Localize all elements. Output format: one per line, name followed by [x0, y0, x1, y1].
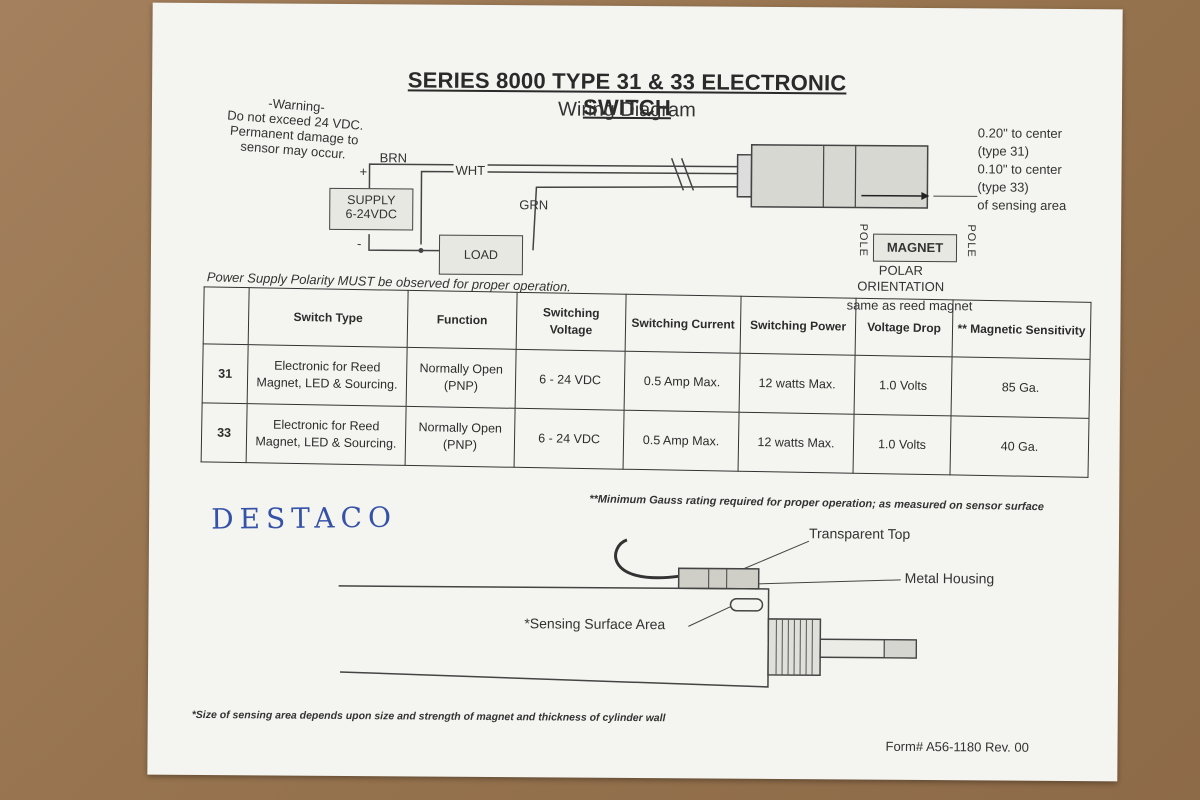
- instruction-sheet: SERIES 8000 TYPE 31 & 33 ELECTRONIC SWIT…: [147, 2, 1123, 782]
- table-cell: 1.0 Volts: [853, 414, 952, 475]
- distance-line: (type 33): [977, 179, 1029, 195]
- wiring-diagram: [368, 144, 978, 254]
- junction-dot: [418, 248, 424, 254]
- plus-sign: +: [359, 164, 368, 180]
- thread-lines: [775, 618, 813, 676]
- sensing-area-oval: [729, 597, 764, 612]
- sensing-area-label: *Sensing Surface Area: [524, 615, 666, 633]
- table-cell: 0.5 Amp Max.: [623, 410, 740, 472]
- supply-label: SUPPLY: [347, 192, 396, 208]
- sensor-connector: [736, 153, 753, 198]
- leader-metal-housing: [758, 579, 901, 585]
- form-number: Form# A56-1180 Rev. 00: [885, 738, 1029, 755]
- polar-line: ORIENTATION: [857, 278, 945, 295]
- spec-table: Switch Type Function Switching Voltage S…: [201, 286, 1092, 478]
- header-cell: Switching Voltage: [516, 292, 627, 352]
- rod-end: [883, 639, 917, 659]
- grn-wire: [532, 186, 752, 251]
- table-cell: 6 - 24 VDC: [515, 349, 626, 411]
- leader-sensing-area: [688, 606, 731, 627]
- size-footnote: *Size of sensing area depends upon size …: [191, 708, 666, 725]
- brn-wire: [368, 163, 752, 190]
- distance-line: (type 31): [977, 143, 1030, 159]
- wht-wire: [420, 170, 752, 245]
- neg-wire: [368, 234, 441, 252]
- table-cell: 33: [201, 402, 248, 463]
- header-cell: Function: [407, 290, 518, 350]
- polar-orientation: POLAR ORIENTATION: [841, 262, 961, 295]
- pole-label-left: POLE: [856, 223, 870, 257]
- table-cell: Normally Open (PNP): [405, 406, 516, 468]
- table-cell: 12 watts Max.: [739, 353, 856, 415]
- header-cell: ** Magnetic Sensitivity: [952, 299, 1092, 360]
- header-cell: [203, 286, 250, 345]
- header-cell: Voltage Drop: [855, 298, 954, 357]
- brn-label: BRN: [379, 150, 408, 166]
- transparent-top-label: Transparent Top: [808, 525, 911, 542]
- cylinder-body: [338, 585, 770, 688]
- grn-label: GRN: [519, 197, 549, 213]
- cable-break: [680, 158, 695, 191]
- cylinder-illustration: [338, 538, 918, 688]
- leader-transparent-top: [743, 540, 810, 570]
- metal-housing-label: Metal Housing: [904, 569, 995, 587]
- cable-break: [670, 157, 685, 191]
- distance-line: 0.10" to center: [977, 161, 1062, 177]
- header-cell: Switch Type: [248, 287, 409, 348]
- wht-label: WHT: [453, 162, 488, 178]
- table-cell: 1.0 Volts: [854, 355, 953, 416]
- distance-line: of sensing area: [977, 197, 1067, 214]
- gauss-footnote: **Minimum Gauss rating required for prop…: [589, 493, 1045, 514]
- sensor: [677, 567, 760, 590]
- table-cell: 85 Ga.: [951, 356, 1091, 419]
- supply-box: SUPPLY 6-24VDC: [329, 187, 414, 231]
- distance-line: 0.20" to center: [977, 125, 1062, 141]
- table-cell: Electronic for Reed Magnet, LED & Sourci…: [246, 403, 407, 466]
- table-cell: 40 Ga.: [949, 415, 1090, 478]
- table-cell: 6 - 24 VDC: [514, 408, 625, 470]
- table-cell: 31: [202, 343, 249, 404]
- header-cell: Switching Power: [740, 296, 857, 356]
- minus-sign: -: [356, 236, 362, 252]
- table-cell: 0.5 Amp Max.: [624, 351, 741, 413]
- table-cell: Normally Open (PNP): [406, 347, 517, 409]
- sensing-distance-note: 0.20" to center (type 31) 0.10" to cente…: [977, 124, 1067, 215]
- magnet-box: MAGNET: [872, 233, 958, 263]
- table-cell: Electronic for Reed Magnet, LED & Sourci…: [247, 344, 408, 407]
- pole-label-right: POLE: [964, 224, 978, 258]
- supply-voltage: 6-24VDC: [345, 206, 397, 222]
- sensor-body: [750, 144, 929, 209]
- sensing-arrow-head: [921, 191, 930, 200]
- load-box: LOAD: [438, 234, 524, 276]
- polar-line: POLAR: [878, 262, 923, 279]
- table-cell: 12 watts Max.: [738, 412, 855, 474]
- header-cell: Switching Current: [625, 294, 742, 354]
- sensor-cable: [614, 538, 679, 580]
